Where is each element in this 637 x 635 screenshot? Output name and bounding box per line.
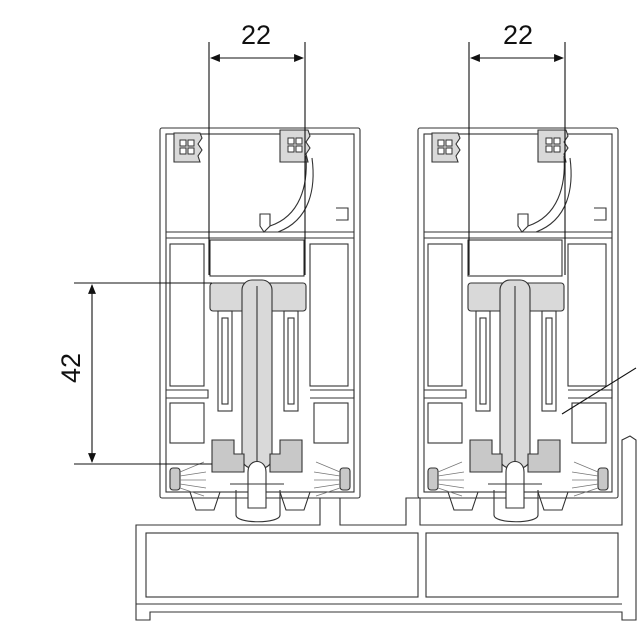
right-width-dimension: 22 (468, 20, 566, 275)
left-width-dimension: 22 (208, 20, 306, 275)
left-sash-section (159, 127, 361, 509)
right-width-label: 22 (503, 20, 533, 50)
left-width-label: 22 (241, 20, 271, 50)
right-sash-section (417, 127, 619, 509)
base-frame-profile (135, 435, 637, 621)
height-dimension: 42 (56, 282, 212, 465)
leader-line (561, 367, 637, 415)
height-label: 42 (56, 353, 86, 383)
